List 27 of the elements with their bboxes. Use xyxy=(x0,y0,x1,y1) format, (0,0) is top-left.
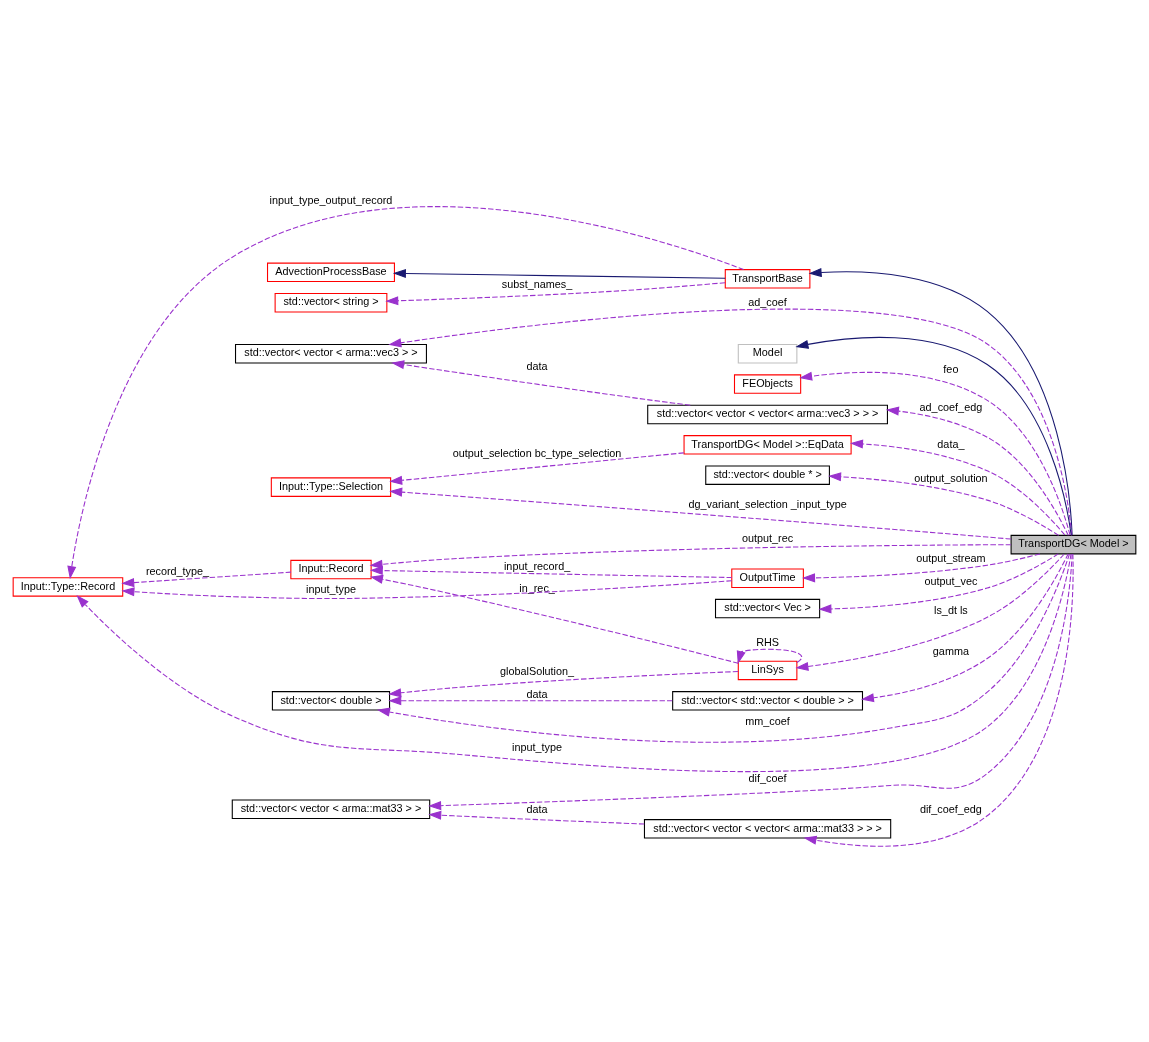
edge-label: record_type_ xyxy=(145,564,210,577)
edge-label: input_type xyxy=(512,740,563,753)
edge-label: output_solution xyxy=(914,471,988,484)
edge-label: output_rec xyxy=(741,532,794,545)
edge-label: subst_names_ xyxy=(501,277,573,290)
edge-label: RHS xyxy=(756,636,780,649)
edge-label: data_ xyxy=(937,438,965,451)
edge-label: gamma xyxy=(932,645,969,658)
edge-label: ad_coef xyxy=(748,295,787,308)
edge-label: data xyxy=(526,802,548,815)
edge-label: feo xyxy=(943,363,959,376)
edge-label: dif_coef_edg xyxy=(919,802,982,815)
edge-label: input_type_output_record xyxy=(269,194,393,207)
edge-label: ls_dt ls xyxy=(934,604,968,617)
edge-label: output_vec xyxy=(924,574,978,587)
edge-label: input_record_ xyxy=(503,559,571,572)
edge-label: in_rec_ xyxy=(519,582,555,595)
edge-label: dif_coef xyxy=(748,772,787,785)
edge-label: data xyxy=(526,359,548,372)
edge-label: mm_coef xyxy=(745,714,790,727)
edge-label: globalSolution_ xyxy=(500,664,575,677)
edge-label: output_selection bc_type_selection xyxy=(452,446,622,459)
edge-label: dg_variant_selection _input_type xyxy=(688,497,847,510)
edge-label: output_stream xyxy=(916,551,986,564)
edge-label: input_type xyxy=(305,583,356,596)
edge-label: ad_coef_edg xyxy=(919,401,983,414)
edge-label: data xyxy=(526,687,548,700)
